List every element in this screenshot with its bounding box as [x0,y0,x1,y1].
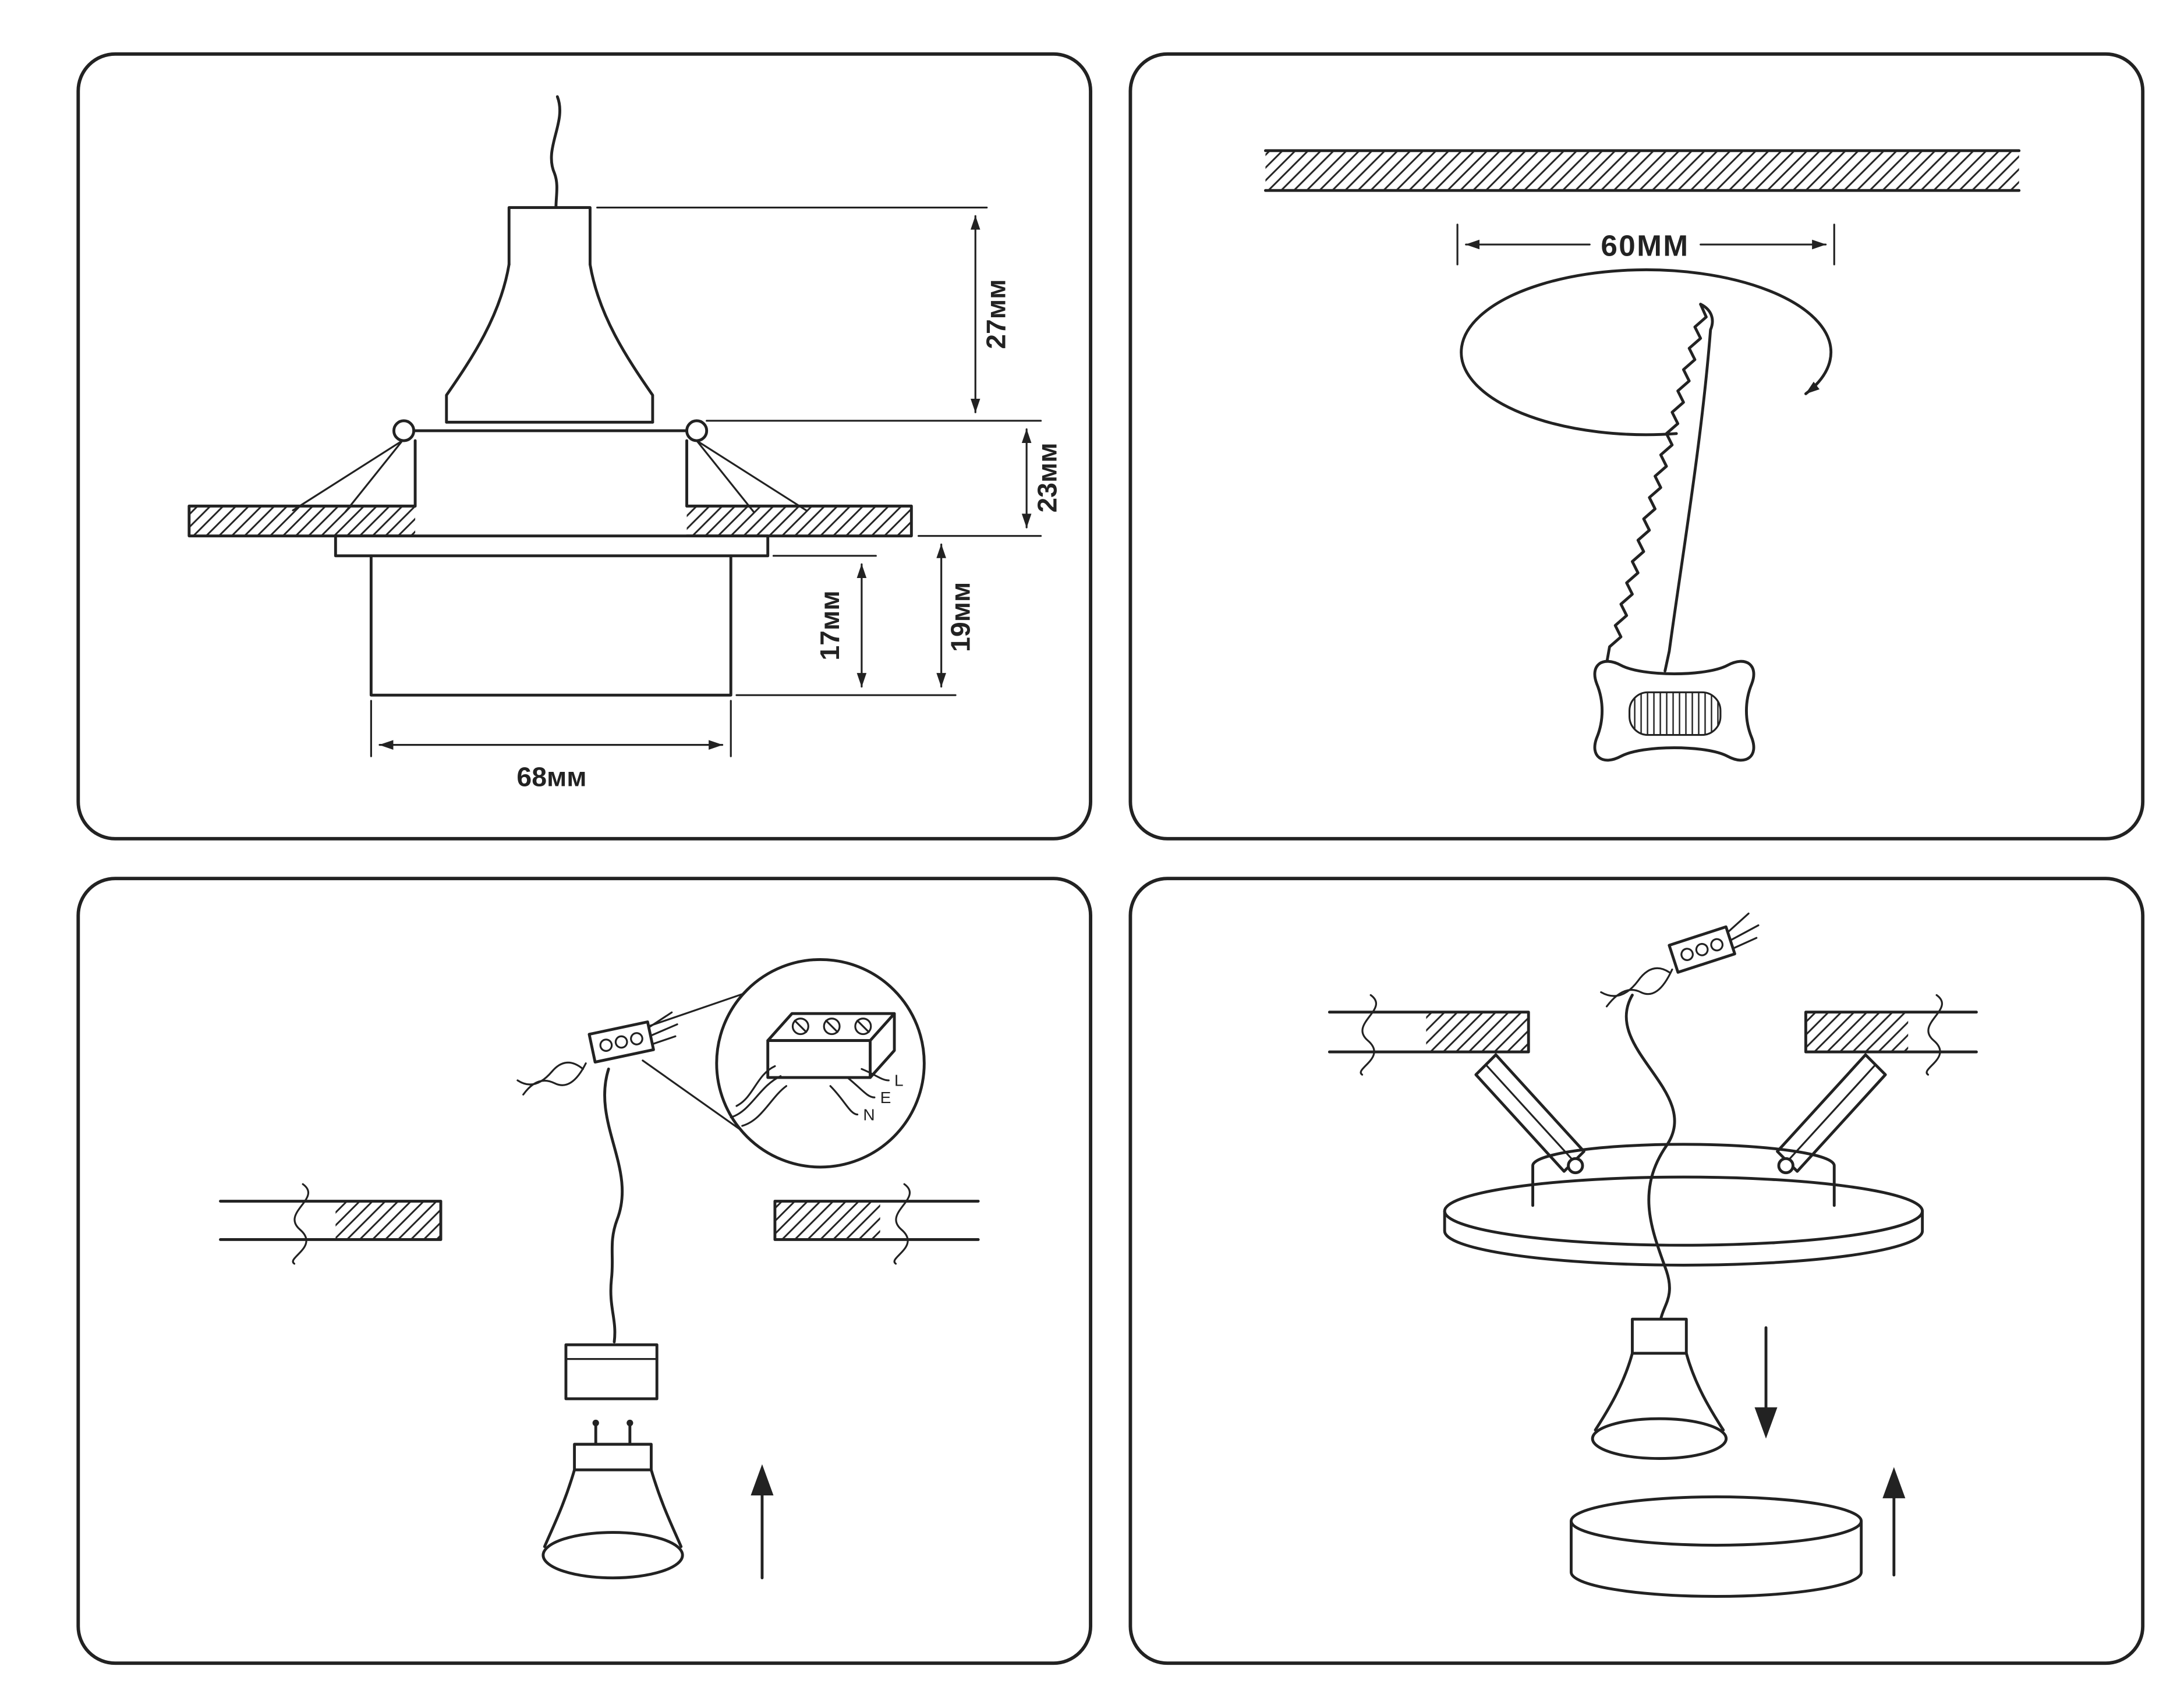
trim-ring [1570,1495,1863,1598]
panel-border [76,52,1092,841]
entering-wires [730,1065,788,1127]
terminal-screw [630,1032,643,1045]
magnifier-circle [715,958,926,1169]
lamp-face [1591,1417,1728,1460]
terminal-e-label: E [880,1089,891,1107]
break-symbol [893,1183,911,1265]
fixture-housing [1443,1143,1924,1267]
lamp-neck [573,1442,653,1472]
ceiling-cross-section [1328,994,1978,1076]
lamp-pins [594,1423,632,1446]
terminal-screw [599,1038,613,1052]
terminal-block [587,1011,678,1064]
magnifier-leaders [642,992,746,1134]
ceiling-hatch-left [189,506,416,536]
saw-handle-grip [1629,691,1722,736]
lamp-connector [564,1343,659,1401]
arrow-down [1754,1326,1778,1439]
power-cord [550,95,561,209]
lamp-neck [1631,1317,1688,1355]
lamp-cone [543,1468,683,1548]
panel-mounting [1128,877,2145,1665]
terminal-n-label: N [863,1105,875,1123]
terminal-screw [614,1035,628,1049]
ceiling-cross-section [219,1183,980,1265]
trim-cylinder [369,554,732,697]
dimension-ticks [1456,224,1835,265]
terminal-block [1668,912,1760,974]
lamp-face [541,1531,684,1580]
screw-slots [794,1019,870,1033]
ceiling-hatch-right [686,506,912,536]
fixture-cross-section [187,95,913,697]
terminal-screw [791,1018,809,1036]
terminal-screw [823,1018,841,1036]
lamp-bulb [541,1419,684,1580]
panel-border [1128,877,2145,1665]
extension-lines [370,206,1042,757]
panel-wiring: L E N [76,877,1092,1665]
spring-pivot-right [685,419,709,442]
dim-23-label: 23мм [1032,442,1062,512]
panel-hole-cutting: 60MM [1128,52,2145,841]
hole-diameter-dimension: 60MM [1456,224,1835,265]
magnifier-detail: L E N [642,958,926,1169]
supply-cable [1624,993,1676,1321]
flange-edge [1443,1210,1924,1267]
break-symbol [1360,994,1377,1076]
arrow-up [1882,1467,1906,1577]
ceiling-hatch [1265,150,2019,191]
supply-cable [603,1067,624,1343]
terminal-screw [1710,938,1724,952]
terminal-block-front [766,1039,872,1079]
supply-wires [516,1061,587,1096]
terminal-l-label: L [894,1072,904,1090]
dim-68-label: 68мм [516,761,586,792]
insert-arrow-up [751,1464,774,1580]
terminal-screw [1695,942,1709,956]
clip-pivot-right [1777,1157,1794,1175]
spring-clips [1474,1053,1887,1175]
spring-pivot-left [392,419,416,442]
break-symbol [292,1183,309,1265]
break-symbol [1925,994,1943,1076]
ceiling-section [187,504,913,538]
dimension-lines: 27мм 23мм 17мм 19мм 68мм [370,206,1062,792]
terminal-screw [1680,948,1694,961]
wire-stubs [1726,912,1760,949]
trim-flange [334,534,770,558]
drywall-saw-icon [1593,303,1755,762]
panel-border [1128,52,2145,841]
supply-wires [1600,967,1673,1008]
housing-sides [413,439,688,508]
lamp-bulb [1591,1317,1728,1460]
lamp-holder [507,206,592,266]
dim-17-label: 17мм [815,590,845,660]
cut-circle-rotation-arrow [1460,268,1833,437]
label-leaders [829,1068,890,1116]
saw-blade-back [1663,303,1714,673]
lamp-cone [1594,1352,1725,1432]
clip-pivot-left [1567,1157,1584,1175]
dim-27-label: 27мм [981,279,1011,349]
panel-fixture-dimensions: 27мм 23мм 17мм 19мм 68мм [76,52,1092,841]
dim-19-label: 19мм [945,582,975,652]
hole-diameter-label: 60MM [1601,229,1689,263]
ceiling-section [1263,149,2021,192]
spring-clips [292,439,808,513]
terminal-screw [854,1018,872,1036]
